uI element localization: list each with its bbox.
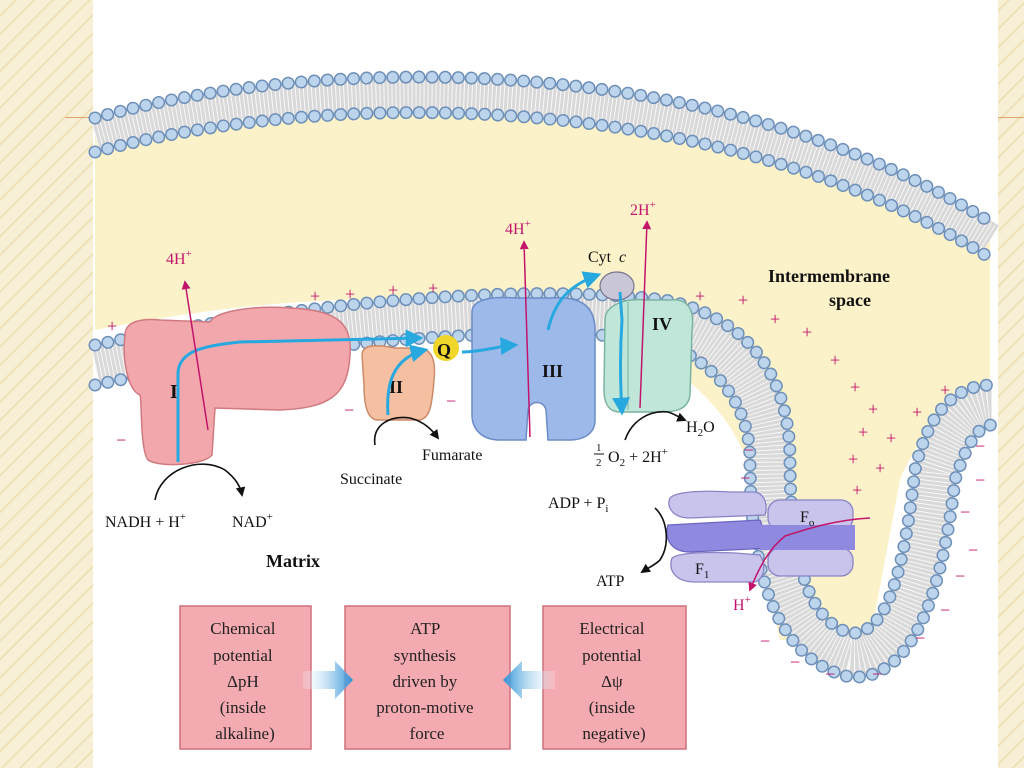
minus-charges: − − − − − − − − − − − − − − − − (116, 391, 985, 684)
ubiquinone-q: Q (433, 335, 459, 361)
cyt-label: Cyt (588, 249, 612, 266)
o2-label: 1 2 O2 + 2H+ (594, 442, 668, 469)
svg-text:+: + (428, 278, 438, 298)
svg-text:+: + (388, 280, 398, 300)
svg-text:−: − (968, 540, 978, 560)
f1-label: F1 (695, 561, 709, 581)
nad-label: NAD+ (232, 511, 273, 531)
chemical-potential-box: Chemical potential ΔpH (inside alkaline) (179, 605, 312, 750)
intermembrane-label-2: space (829, 290, 871, 310)
svg-text:+: + (695, 286, 705, 306)
svg-text:−: − (744, 440, 754, 460)
outer-membrane (88, 70, 1000, 265)
svg-text:Electrical potential: Electrical potential Δψ (inside negative… (579, 619, 648, 743)
svg-text:+: + (858, 422, 868, 442)
complex-I: I (123, 306, 351, 466)
intermembrane-label-1: Intermembrane (768, 266, 890, 286)
electron-flow (176, 271, 631, 462)
svg-text:−: − (940, 600, 950, 620)
svg-text:−: − (915, 628, 925, 648)
svg-text:−: − (960, 502, 970, 522)
complex-IV-label: IV (652, 314, 672, 334)
complex-IV: IV (603, 298, 694, 413)
complex-III: III (471, 296, 596, 441)
svg-text:−: − (116, 430, 126, 450)
svg-text:+: + (912, 402, 922, 422)
complex-I-label: I (170, 381, 178, 403)
atp-label: ATP (596, 573, 625, 590)
svg-text:−: − (760, 631, 770, 651)
svg-text:O2 + 2H+: O2 + 2H+ (608, 446, 668, 469)
svg-text:+: + (875, 458, 885, 478)
svg-text:Chemical potential: Chemical potential ΔpH (inside alkaline) (210, 619, 279, 743)
svg-text:−: − (975, 470, 985, 490)
left-fat-arrow (303, 661, 353, 699)
atp-synthesis-box: ATP synthesis driven by proton-motive fo… (344, 605, 511, 750)
fo-label: Fo (800, 509, 815, 529)
fumarate-label: Fumarate (422, 447, 482, 464)
svg-text:1: 1 (596, 442, 602, 454)
h-complex-I: 4H+ (166, 248, 192, 268)
h2o-label: H2O (686, 419, 715, 439)
svg-text:+: + (310, 286, 320, 306)
svg-text:+: + (738, 290, 748, 310)
svg-text:+: + (802, 322, 812, 342)
complex-II: II (361, 344, 436, 421)
svg-text:ATP synthesis driv: ATP synthesis driven by proton-motive fo… (376, 619, 478, 743)
h-out: H+ (733, 594, 751, 614)
matrix-label: Matrix (266, 551, 320, 571)
svg-text:+: + (848, 449, 858, 469)
h-complex-IV: 2H+ (630, 199, 656, 219)
svg-text:−: − (740, 468, 750, 488)
plus-charges: + + + + + + + + + + + + + + + + + + + (107, 278, 950, 500)
svg-text:+: + (107, 316, 117, 336)
reaction-arrows (154, 411, 687, 574)
atp-synthase: Fo F1 (666, 490, 855, 583)
h-complex-III: 4H+ (505, 218, 531, 238)
svg-text:+: + (850, 377, 860, 397)
svg-text:+: + (770, 309, 780, 329)
svg-text:−: − (955, 566, 965, 586)
svg-text:−: − (446, 391, 456, 411)
metabolite-labels: NADH + H+ NAD+ Succinate Fumarate H2O 1 … (105, 266, 890, 590)
svg-text:−: − (790, 652, 800, 672)
succinate-label: Succinate (340, 471, 402, 488)
svg-text:+: + (852, 480, 862, 500)
proton-labels: 4H+ 4H+ 2H+ H+ (166, 199, 751, 614)
electrical-potential-box: Electrical potential Δψ (inside negative… (542, 605, 687, 750)
nadh-label: NADH + H+ (105, 511, 186, 531)
complex-III-label: III (542, 361, 563, 381)
cyt-c-label: c (619, 249, 626, 266)
svg-text:−: − (872, 664, 882, 684)
q-label: Q (437, 340, 451, 360)
svg-text:+: + (886, 428, 896, 448)
right-fat-arrow (503, 661, 555, 699)
svg-text:2: 2 (596, 457, 602, 469)
adp-label: ADP + Pi (548, 495, 608, 515)
complex-II-label: II (389, 377, 403, 397)
cytochrome-c: Cyt c (588, 249, 635, 301)
svg-text:−: − (975, 436, 985, 456)
svg-text:+: + (940, 380, 950, 400)
svg-text:+: + (868, 399, 878, 419)
svg-text:+: + (345, 284, 355, 304)
proton-pumping (181, 220, 871, 592)
svg-text:−: − (825, 664, 835, 684)
svg-text:+: + (830, 350, 840, 370)
svg-text:−: − (344, 400, 354, 420)
